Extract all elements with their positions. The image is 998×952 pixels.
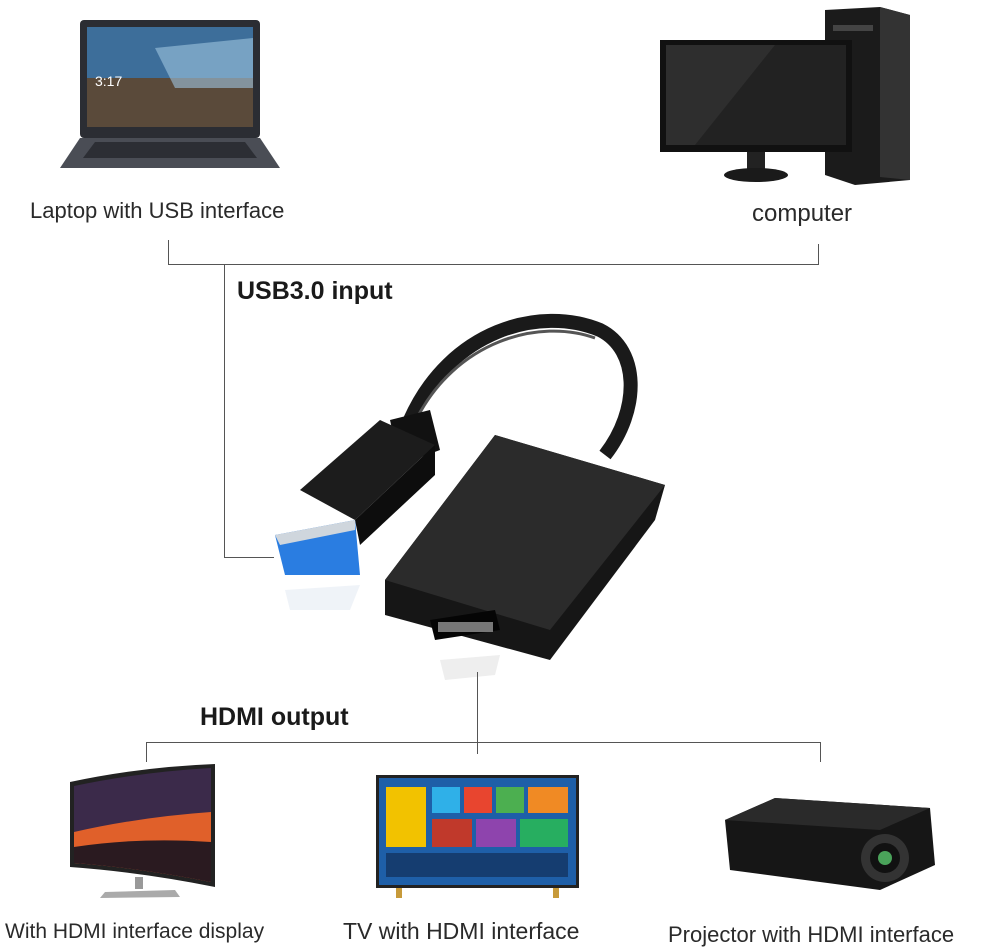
usb-hdmi-adapter-image xyxy=(275,313,665,680)
usb-input-label: USB3.0 input xyxy=(237,277,393,305)
laptop-label: Laptop with USB interface xyxy=(30,198,285,223)
computer-image xyxy=(660,7,910,185)
projector-label: Projector with HDMI interface xyxy=(668,922,955,947)
hdmi-output-label: HDMI output xyxy=(200,703,349,731)
connector-line xyxy=(224,557,274,558)
tv-image xyxy=(376,775,579,898)
connector-line xyxy=(146,742,147,762)
projector-image xyxy=(725,798,935,890)
connector-line xyxy=(477,672,478,754)
connector-line xyxy=(168,264,819,265)
laptop-screen-time: 3:17 xyxy=(95,73,122,89)
connector-line xyxy=(820,742,821,762)
hdmi-display-image xyxy=(70,764,215,898)
connector-line xyxy=(146,742,821,743)
display-label: With HDMI interface display xyxy=(5,920,265,943)
connector-line xyxy=(168,240,169,265)
laptop-image: 3:17 xyxy=(60,20,280,168)
connector-line xyxy=(818,244,819,265)
computer-label: computer xyxy=(752,200,853,227)
tv-label: TV with HDMI interface xyxy=(343,918,580,944)
connector-line xyxy=(224,264,225,558)
